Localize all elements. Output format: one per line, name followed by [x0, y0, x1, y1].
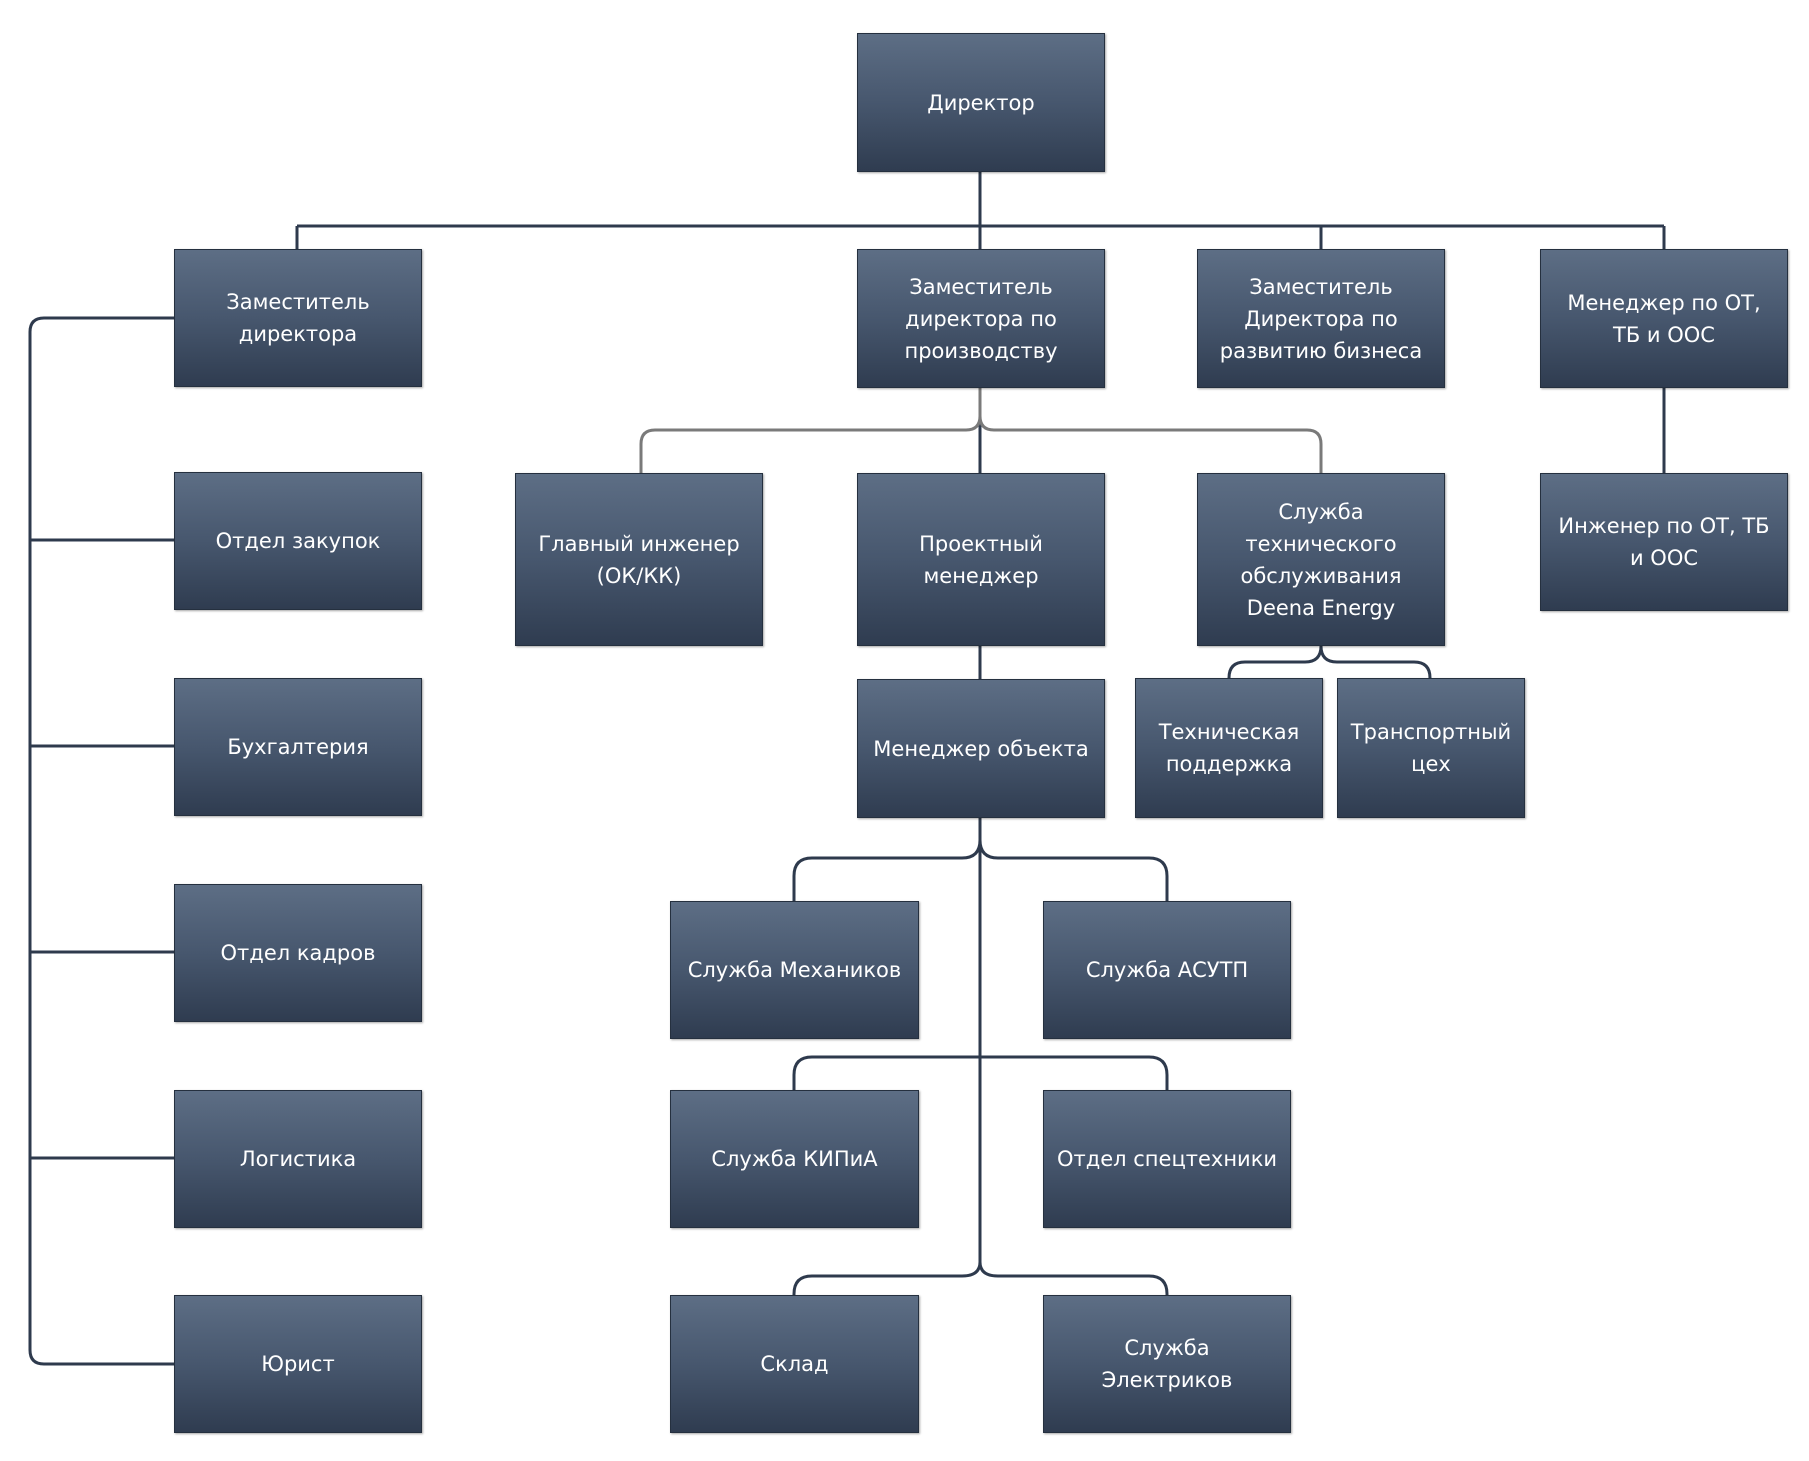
connector — [792, 1261, 982, 1296]
node-director: Директор — [857, 33, 1105, 172]
node-warehouse: Склад — [670, 1295, 919, 1433]
node-instrumentation: Служба КИПиА — [670, 1090, 919, 1228]
connector — [978, 839, 1169, 901]
node-chief-engineer: Главный инженер (ОК/КК) — [515, 473, 763, 646]
node-logistics: Логистика — [174, 1090, 422, 1228]
connector — [639, 388, 982, 473]
node-hse-engineer: Инженер по ОТ, ТБ и ООС — [1540, 473, 1788, 611]
connector — [980, 1055, 1169, 1090]
node-lawyer: Юрист — [174, 1295, 422, 1433]
node-accounting: Бухгалтерия — [174, 678, 422, 816]
node-procurement: Отдел закупок — [174, 472, 422, 610]
node-transport: Транспортный цех — [1337, 678, 1525, 818]
connector — [792, 1055, 980, 1090]
node-deputy-business: Заместитель Директора по развитию бизнес… — [1197, 249, 1445, 388]
connector — [1227, 645, 1323, 679]
connector — [978, 415, 1323, 473]
connector — [1319, 645, 1432, 679]
node-deputy: Заместитель директора — [174, 249, 422, 387]
node-tech-support: Техническая поддержка — [1135, 678, 1323, 818]
node-special-equipment: Отдел спецтехники — [1043, 1090, 1291, 1228]
node-mechanics: Служба Механиков — [670, 901, 919, 1039]
connector — [792, 839, 982, 901]
connector — [978, 1261, 1169, 1296]
node-maintenance-service: Служба технического обслуживания Deena E… — [1197, 473, 1445, 646]
node-apcs: Служба АСУТП — [1043, 901, 1291, 1039]
node-electricians: Служба Электриков — [1043, 1295, 1291, 1433]
node-site-manager: Менеджер объекта — [857, 679, 1105, 818]
connector — [28, 316, 174, 1366]
node-hse-manager: Менеджер по ОТ, ТБ и ООС — [1540, 249, 1788, 388]
node-deputy-production: Заместитель директора по производству — [857, 249, 1105, 388]
node-project-manager: Проектный менеджер — [857, 473, 1105, 646]
node-hr: Отдел кадров — [174, 884, 422, 1022]
